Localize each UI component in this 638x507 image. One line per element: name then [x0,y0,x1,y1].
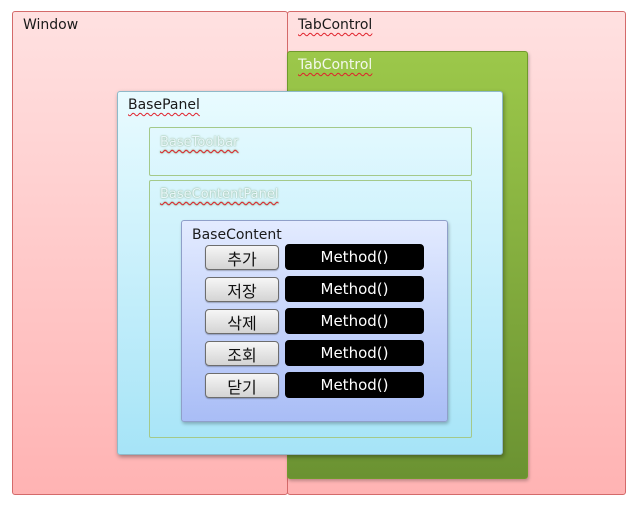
tab-control-outer-label: TabControl [298,17,373,33]
base-content-panel-label: BaseContentPanel [160,187,279,202]
query-button[interactable]: 조회 [205,341,279,366]
method-bar-save: Method() [285,276,424,302]
method-bar-add: Method() [285,244,424,270]
base-content-label: BaseContent [192,227,282,243]
base-toolbar-label: BaseToolbar [160,135,239,150]
delete-button[interactable]: 삭제 [205,309,279,334]
method-bar-delete: Method() [285,308,424,334]
base-content-panel-box: BaseContentPanel [149,180,472,438]
base-panel-label: BasePanel [128,97,200,113]
method-bar-close: Method() [285,372,424,398]
save-button[interactable]: 저장 [205,277,279,302]
close-button[interactable]: 닫기 [205,373,279,398]
method-bar-query: Method() [285,340,424,366]
base-toolbar-box: BaseToolbar [149,127,472,176]
window-label: Window [23,17,79,33]
tab-control-inner-label: TabControl [298,57,373,73]
add-button[interactable]: 추가 [205,245,279,270]
